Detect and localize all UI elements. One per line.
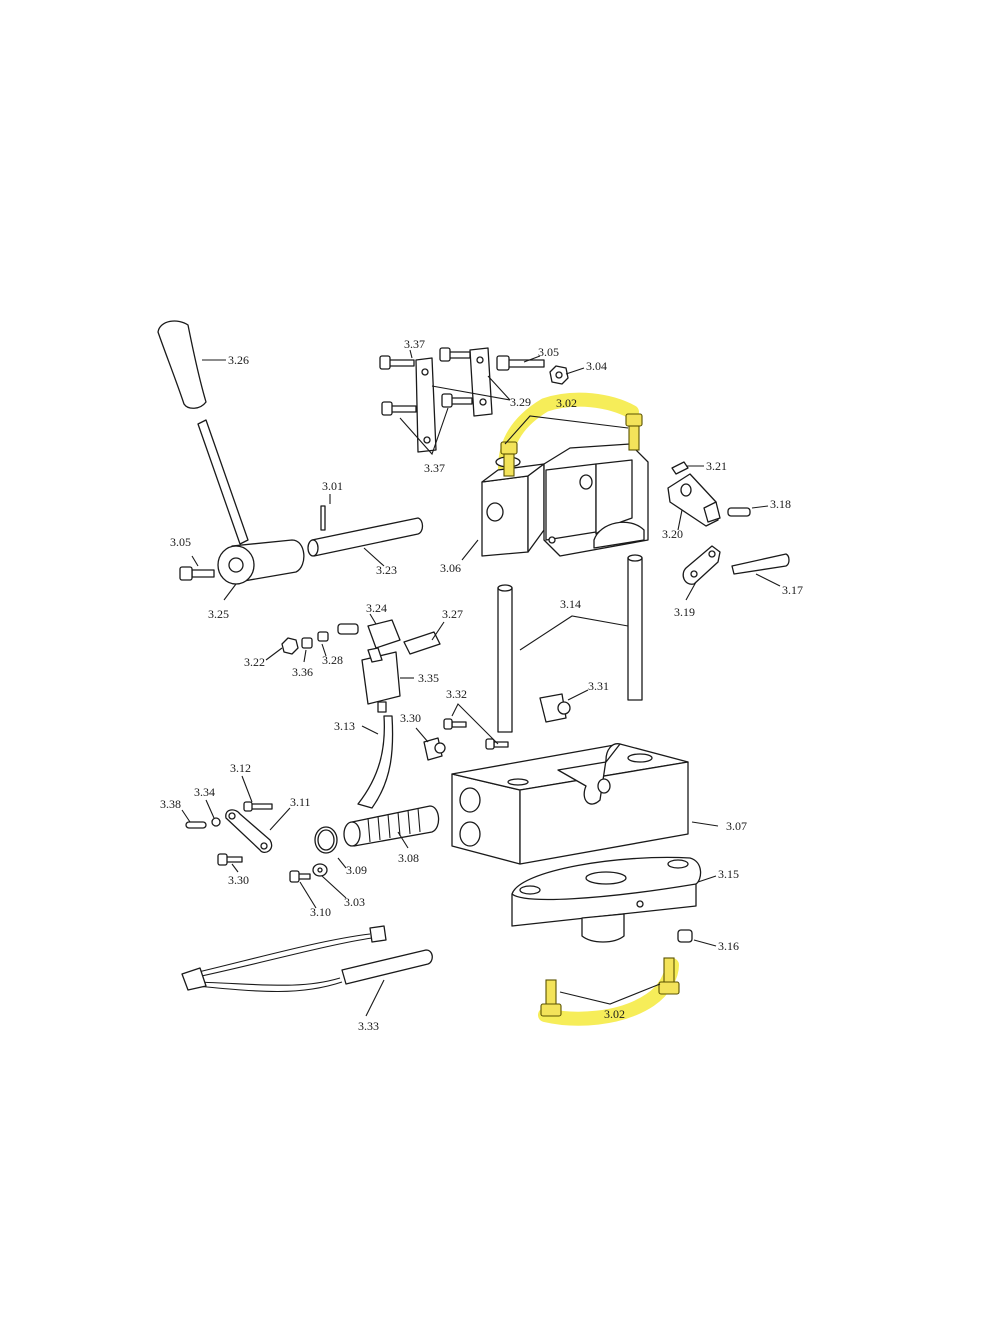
oring-309 — [314, 826, 338, 854]
label-3-36: 3.36 — [292, 665, 313, 679]
label-3-21: 3.21 — [706, 459, 727, 473]
label-3-30-bottom: 3.30 — [228, 873, 249, 887]
label-3-13: 3.13 — [334, 719, 355, 733]
label-3-19: 3.19 — [674, 605, 695, 619]
sensor-331 — [539, 693, 571, 723]
label-3-05-left: 3.05 — [170, 535, 191, 549]
label-3-02-bottom: 3.02 — [604, 1007, 625, 1021]
base-315 — [511, 856, 702, 943]
label-3-03: 3.03 — [344, 895, 365, 909]
pin-317 — [731, 553, 790, 575]
leader-lines — [181, 349, 781, 1017]
pin-321 — [671, 461, 689, 475]
plate-329-right — [469, 347, 493, 417]
label-3-25: 3.25 — [208, 607, 229, 621]
screws-302-bottom — [540, 957, 680, 1017]
screw-305-left — [179, 566, 215, 581]
label-3-38: 3.38 — [160, 797, 181, 811]
label-3-22: 3.22 — [244, 655, 265, 669]
pin-338 — [185, 821, 207, 829]
screws-337 — [379, 347, 473, 416]
label-3-31: 3.31 — [588, 679, 609, 693]
label-3-29: 3.29 — [510, 395, 531, 409]
screw-310 — [289, 870, 311, 883]
bellows-308 — [343, 805, 440, 847]
label-3-04: 3.04 — [586, 359, 607, 373]
fittings-322-336-328 — [281, 623, 359, 655]
label-3-27: 3.27 — [442, 607, 463, 621]
label-3-06: 3.06 — [440, 561, 461, 575]
label-3-18: 3.18 — [770, 497, 791, 511]
shaft-323 — [307, 517, 424, 557]
label-3-15: 3.15 — [718, 867, 739, 881]
label-3-12: 3.12 — [230, 761, 251, 775]
label-3-09: 3.09 — [346, 863, 367, 877]
label-3-23: 3.23 — [376, 563, 397, 577]
label-3-10: 3.10 — [310, 905, 331, 919]
nut-304 — [549, 365, 569, 385]
sensor-330 — [423, 737, 446, 761]
main-block — [451, 743, 689, 865]
part-labels: 3.26 3.37 3.05 3.04 3.29 3.02 3.37 3.21 … — [160, 337, 803, 1033]
label-3-33: 3.33 — [358, 1019, 379, 1033]
label-3-26: 3.26 — [228, 353, 249, 367]
label-3-30-top: 3.30 — [400, 711, 421, 725]
label-3-32: 3.32 — [446, 687, 467, 701]
solenoid-335 — [361, 619, 401, 713]
lever-rod — [197, 419, 249, 545]
label-3-07: 3.07 — [726, 819, 747, 833]
label-3-24: 3.24 — [366, 601, 387, 615]
label-3-20: 3.20 — [662, 527, 683, 541]
label-3-16: 3.16 — [718, 939, 739, 953]
handle-knob — [157, 320, 207, 409]
label-3-34: 3.34 — [194, 785, 215, 799]
label-3-05-top: 3.05 — [538, 345, 559, 359]
label-3-35: 3.35 — [418, 671, 439, 685]
label-3-28: 3.28 — [322, 653, 343, 667]
screws-302-top — [500, 413, 643, 477]
label-3-14: 3.14 — [560, 597, 581, 611]
screw-305-top — [496, 355, 545, 371]
clamp-320 — [667, 473, 721, 527]
screw-330-left — [217, 853, 243, 866]
link-311 — [225, 809, 273, 854]
lever-hub — [217, 539, 305, 585]
label-3-17: 3.17 — [782, 583, 803, 597]
hose-313 — [357, 715, 394, 809]
label-3-02-top: 3.02 — [556, 396, 577, 410]
heater-cable-333 — [181, 925, 433, 993]
label-3-11: 3.11 — [290, 795, 311, 809]
washer-303 — [312, 863, 328, 877]
label-3-01: 3.01 — [322, 479, 343, 493]
label-3-37-top: 3.37 — [404, 337, 425, 351]
pin-318 — [727, 507, 751, 517]
label-3-08: 3.08 — [398, 851, 419, 865]
link-319 — [682, 545, 721, 585]
pin-301 — [320, 505, 326, 531]
fitting-327 — [403, 631, 441, 655]
plate-329-left — [415, 357, 437, 453]
screws-332 — [443, 718, 509, 750]
columns-314 — [497, 554, 643, 733]
label-3-37-bottom: 3.37 — [424, 461, 445, 475]
pin-316 — [677, 929, 693, 943]
pin-312 — [243, 801, 273, 812]
nut-334 — [211, 817, 221, 827]
